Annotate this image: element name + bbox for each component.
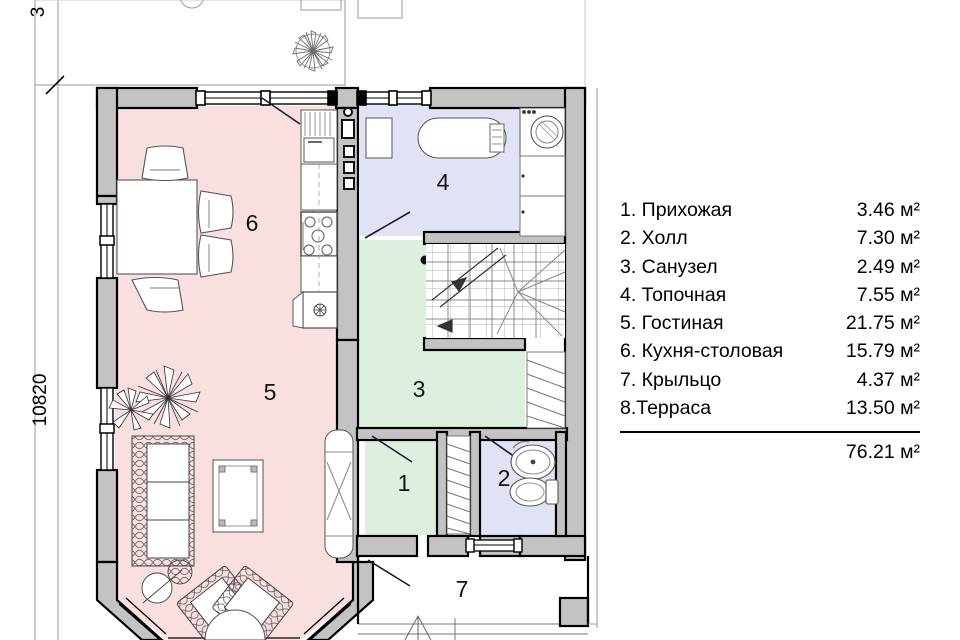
room-1-fill [365,437,437,535]
legend-room-area: 21.75 м² [845,312,920,335]
boiler-cabinet [365,117,393,159]
floor-plan-drawing: 10820 3 [28,0,598,640]
chair-right-lower [197,234,234,278]
legend-room-name: 4. Топочная [620,283,727,306]
staircase [426,244,566,338]
chair-bottom [131,276,184,313]
legend-room-area: 13.50 м² [845,397,920,420]
terrace-outline-right [588,88,598,628]
legend-row: 1. Прихожая 3.46 м² [620,196,920,224]
dimension-lines [34,0,586,640]
chair-right-upper [197,190,234,234]
window-left-upper [99,203,115,279]
window-bath-bottom [465,538,523,553]
room-label-3: 3 [413,376,426,402]
legend-divider [620,431,920,434]
legend-room-name: 1. Прихожая [620,199,733,221]
legend-room-name: 5. Гостиная [620,312,724,335]
legend-room-name: 8.Терраса [620,397,712,420]
legend-row: 2. Холл 7.30 м² [620,224,920,252]
window-room4-top [356,90,432,106]
legend-row: 5. Гостиная 21.75 м² [620,309,920,337]
door-room4-to-hall [364,211,411,239]
legend-room-area: 7.55 м² [856,283,920,306]
window-left-lower [99,387,115,471]
tv-cabinet [324,429,354,559]
legend-row: 4. Топочная 7.55 м² [620,281,920,309]
legend-room-name: 7. Крыльцо [620,368,722,391]
legend-total-row: 76.21 м² [620,439,920,465]
room-schedule-legend: 1. Прихожая 3.46 м² 2. Холл 7.30 м² 3. С… [620,196,920,465]
door-entry-porch [367,559,411,587]
legend-room-name: 6. Кухня-столовая [620,340,784,363]
porch-column [558,596,590,628]
porch-details [358,614,588,640]
floor-plan-svg: 10820 3 [28,0,598,640]
living-furniture [108,365,354,640]
porch-outline [356,556,590,624]
legend-room-area: 4.37 м² [856,368,920,391]
coffee-table [212,459,264,533]
room-label-2: 2 [498,465,511,491]
stair-closet-hatch [446,435,471,535]
room-7-fill [358,552,588,624]
legend-row: 6. Кухня-столовая 15.79 м² [620,337,920,365]
legend-room-name: 3. Санузел [620,255,718,278]
room-label-7: 7 [456,576,469,602]
door-hall-to-1 [371,435,413,463]
terrace-furniture-symbols [180,0,403,19]
dimension-label-top-partial: 3 [28,7,49,18]
dimension-label-left: 10820 [30,374,51,427]
legend-room-name: 2. Холл [620,227,688,250]
dining-table [116,179,198,275]
room-label-1: 1 [398,470,411,496]
room-number-labels: 6 5 4 3 1 2 7 [246,169,511,602]
legend-room-area: 7.30 м² [856,227,920,250]
terrace-plant-symbol [292,30,334,72]
room-label-5: 5 [264,379,277,405]
wall-cabinet-marks [341,107,355,190]
bathroom-fixtures [509,441,559,507]
boiler-tank [417,117,507,159]
toilet [509,477,559,507]
windows [99,90,523,640]
chair-top [141,145,189,182]
window-kitchen-top [195,90,338,106]
dimension-ticks [45,75,65,95]
kitchen-units [292,109,338,329]
legend-room-area: 15.79 м² [845,340,920,363]
sofa [131,435,195,567]
legend-row: 8.Терраса 13.50 м² [620,394,920,422]
legend-room-area: 3.46 м² [856,199,920,221]
legend-row: 3. Санузел 2.49 м² [620,253,920,281]
living-plant-large [108,365,201,431]
room-label-6: 6 [246,210,259,236]
legend-room-area: 2.49 м² [856,255,920,278]
legend-total-area: 76.21 м² [845,441,920,464]
living-plant-small [141,559,193,604]
room-label-4: 4 [437,169,450,195]
armchair-right [212,565,294,640]
boiler-room-equipment [365,107,566,237]
dining-set [116,145,234,313]
door-kitchen-terrace [261,97,301,125]
bay-round-table [204,609,266,640]
hall-niche-hatch [526,351,566,429]
legend-row: 7. Крыльцо 4.37 м² [620,366,920,394]
